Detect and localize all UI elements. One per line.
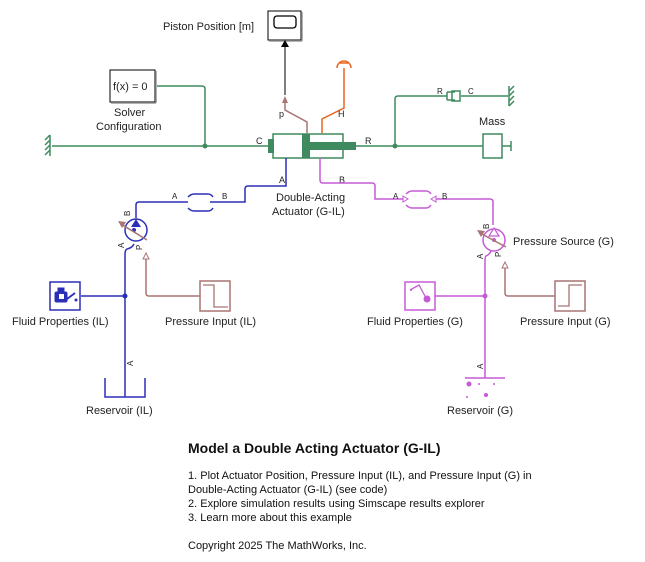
scope-block[interactable] xyxy=(267,10,303,42)
oil-can-icon xyxy=(54,287,78,303)
actuator-port-a: A xyxy=(279,175,285,185)
pipe-g-block[interactable] xyxy=(403,189,435,211)
wire-pipe-to-source-b[interactable] xyxy=(135,201,188,218)
wire-pressure-input-il[interactable] xyxy=(145,259,202,297)
arrow-head xyxy=(281,40,289,47)
reservoir-g-label: Reservoir (G) xyxy=(447,405,513,417)
wire-solver-to-line[interactable] xyxy=(157,85,206,146)
gas-properties-icon xyxy=(409,284,431,303)
reservoir-il-label: Reservoir (IL) xyxy=(86,405,153,417)
junction-node xyxy=(392,143,398,149)
fluid-properties-g-block[interactable] xyxy=(404,281,436,311)
reservoir-g-port-a: A xyxy=(476,363,485,369)
pipe-il-port-b: B xyxy=(222,192,227,201)
actuator-port-c: C xyxy=(256,136,263,146)
wire-pressure-input-g[interactable] xyxy=(504,268,556,297)
damper-port-c: C xyxy=(468,87,474,96)
wire-pipe-to-source-g-b[interactable] xyxy=(432,198,494,225)
p-port-arrow xyxy=(282,96,288,103)
pressure-input-g-block[interactable] xyxy=(554,280,586,312)
pressure-source-g-label: Pressure Source (G) xyxy=(513,236,614,248)
source-il-port-b: B xyxy=(123,211,132,216)
junction-node xyxy=(482,293,488,299)
wire-source-a-down[interactable] xyxy=(124,243,135,397)
step-signal-icon xyxy=(558,284,582,307)
actuator-port-h: H xyxy=(338,109,345,119)
reservoir-g-block[interactable] xyxy=(465,377,505,398)
annotation-item-1-line2[interactable]: Double-Acting Actuator (G-IL) (see code) xyxy=(188,484,388,496)
pipe-il-top xyxy=(187,193,214,198)
wire-actuator-b-to-pipe[interactable] xyxy=(319,158,405,200)
pressure-input-il-label: Pressure Input (IL) xyxy=(165,316,256,328)
pressure-source-il-block[interactable] xyxy=(118,218,148,242)
reservoir-il-port-a: A xyxy=(126,360,135,366)
pressure-input-g-label: Pressure Input (G) xyxy=(520,316,610,328)
pipe-g-top xyxy=(405,190,432,195)
source-g-p-input-arrow xyxy=(501,260,509,269)
pipe-g-bottom xyxy=(405,204,432,209)
annotation-item-1-line1[interactable]: 1. Plot Actuator Position, Pressure Inpu… xyxy=(188,470,532,482)
pressure-input-il-block[interactable] xyxy=(199,280,231,312)
il-connections xyxy=(81,158,287,397)
source-il-p-input-arrow xyxy=(142,251,150,260)
source-g-port-p: P xyxy=(494,252,503,257)
pipe-g-port-b: B xyxy=(442,192,447,201)
actuator-port-r: R xyxy=(365,136,372,146)
junction-node xyxy=(202,143,208,149)
fluid-properties-il-block[interactable] xyxy=(49,281,81,311)
annotation-item-3[interactable]: 3. Learn more about this example xyxy=(188,512,352,524)
actuator-label-line2: Actuator (G-IL) xyxy=(272,206,345,218)
wire-actuator-a-to-pipe[interactable] xyxy=(210,158,287,203)
actuator-port-p: p xyxy=(279,109,284,119)
annotation-item-2[interactable]: 2. Explore simulation results using Sims… xyxy=(188,498,485,510)
model-annotation: Model a Double Acting Actuator (G-IL) 1.… xyxy=(188,440,628,553)
actuator-label-line1: Double-Acting xyxy=(276,192,345,204)
mechanical-ground-left[interactable] xyxy=(44,134,51,156)
wire-actuator-h[interactable] xyxy=(321,68,345,133)
scope-label: Piston Position [m] xyxy=(163,21,254,33)
reservoir-il-block[interactable] xyxy=(104,378,146,398)
pipe-g-port-b-arrow xyxy=(430,195,437,203)
mechanical-ground-right[interactable] xyxy=(508,85,515,107)
gas-connections xyxy=(319,158,494,378)
mechanical-connections xyxy=(52,85,508,147)
pipe-il-block[interactable] xyxy=(185,192,215,214)
wire-source-g-a-down[interactable] xyxy=(484,250,492,378)
scope-icon xyxy=(273,15,297,29)
damper-block[interactable] xyxy=(446,90,461,102)
double-acting-actuator-block[interactable] xyxy=(268,133,356,159)
source-il-port-p: P xyxy=(135,245,144,250)
fluid-properties-g-label: Fluid Properties (G) xyxy=(367,316,463,328)
solver-label-line2: Configuration xyxy=(96,121,161,133)
pipe-g-port-a-arrow xyxy=(402,195,409,203)
fluid-properties-il-label: Fluid Properties (IL) xyxy=(12,316,109,328)
mass-block[interactable] xyxy=(482,133,512,159)
pressure-source-g-block[interactable] xyxy=(477,226,507,252)
wire-node-to-damper[interactable] xyxy=(394,95,447,146)
pipe-il-port-a: A xyxy=(172,192,178,201)
solver-text: f(x) = 0 xyxy=(113,81,148,93)
source-il-port-a: A xyxy=(117,242,126,248)
mass-label: Mass xyxy=(479,116,506,128)
model-title: Model a Double Acting Actuator (G-IL) xyxy=(188,440,441,456)
pipe-g-port-a: A xyxy=(393,192,399,201)
copyright: Copyright 2025 The MathWorks, Inc. xyxy=(188,540,367,552)
solver-configuration-block[interactable]: f(x) = 0 xyxy=(109,69,157,104)
damper-port-r: R xyxy=(437,87,443,96)
source-g-port-b: B xyxy=(482,224,491,229)
solver-label-line1: Solver xyxy=(114,107,146,119)
thermal-reference-icon[interactable] xyxy=(336,60,352,69)
actuator-port-b: B xyxy=(339,175,345,185)
wire-actuator-p[interactable] xyxy=(284,100,308,133)
source-g-port-a: A xyxy=(476,253,485,259)
pipe-il-bottom xyxy=(187,207,214,212)
junction-node xyxy=(122,293,128,299)
step-signal-icon xyxy=(203,284,228,308)
